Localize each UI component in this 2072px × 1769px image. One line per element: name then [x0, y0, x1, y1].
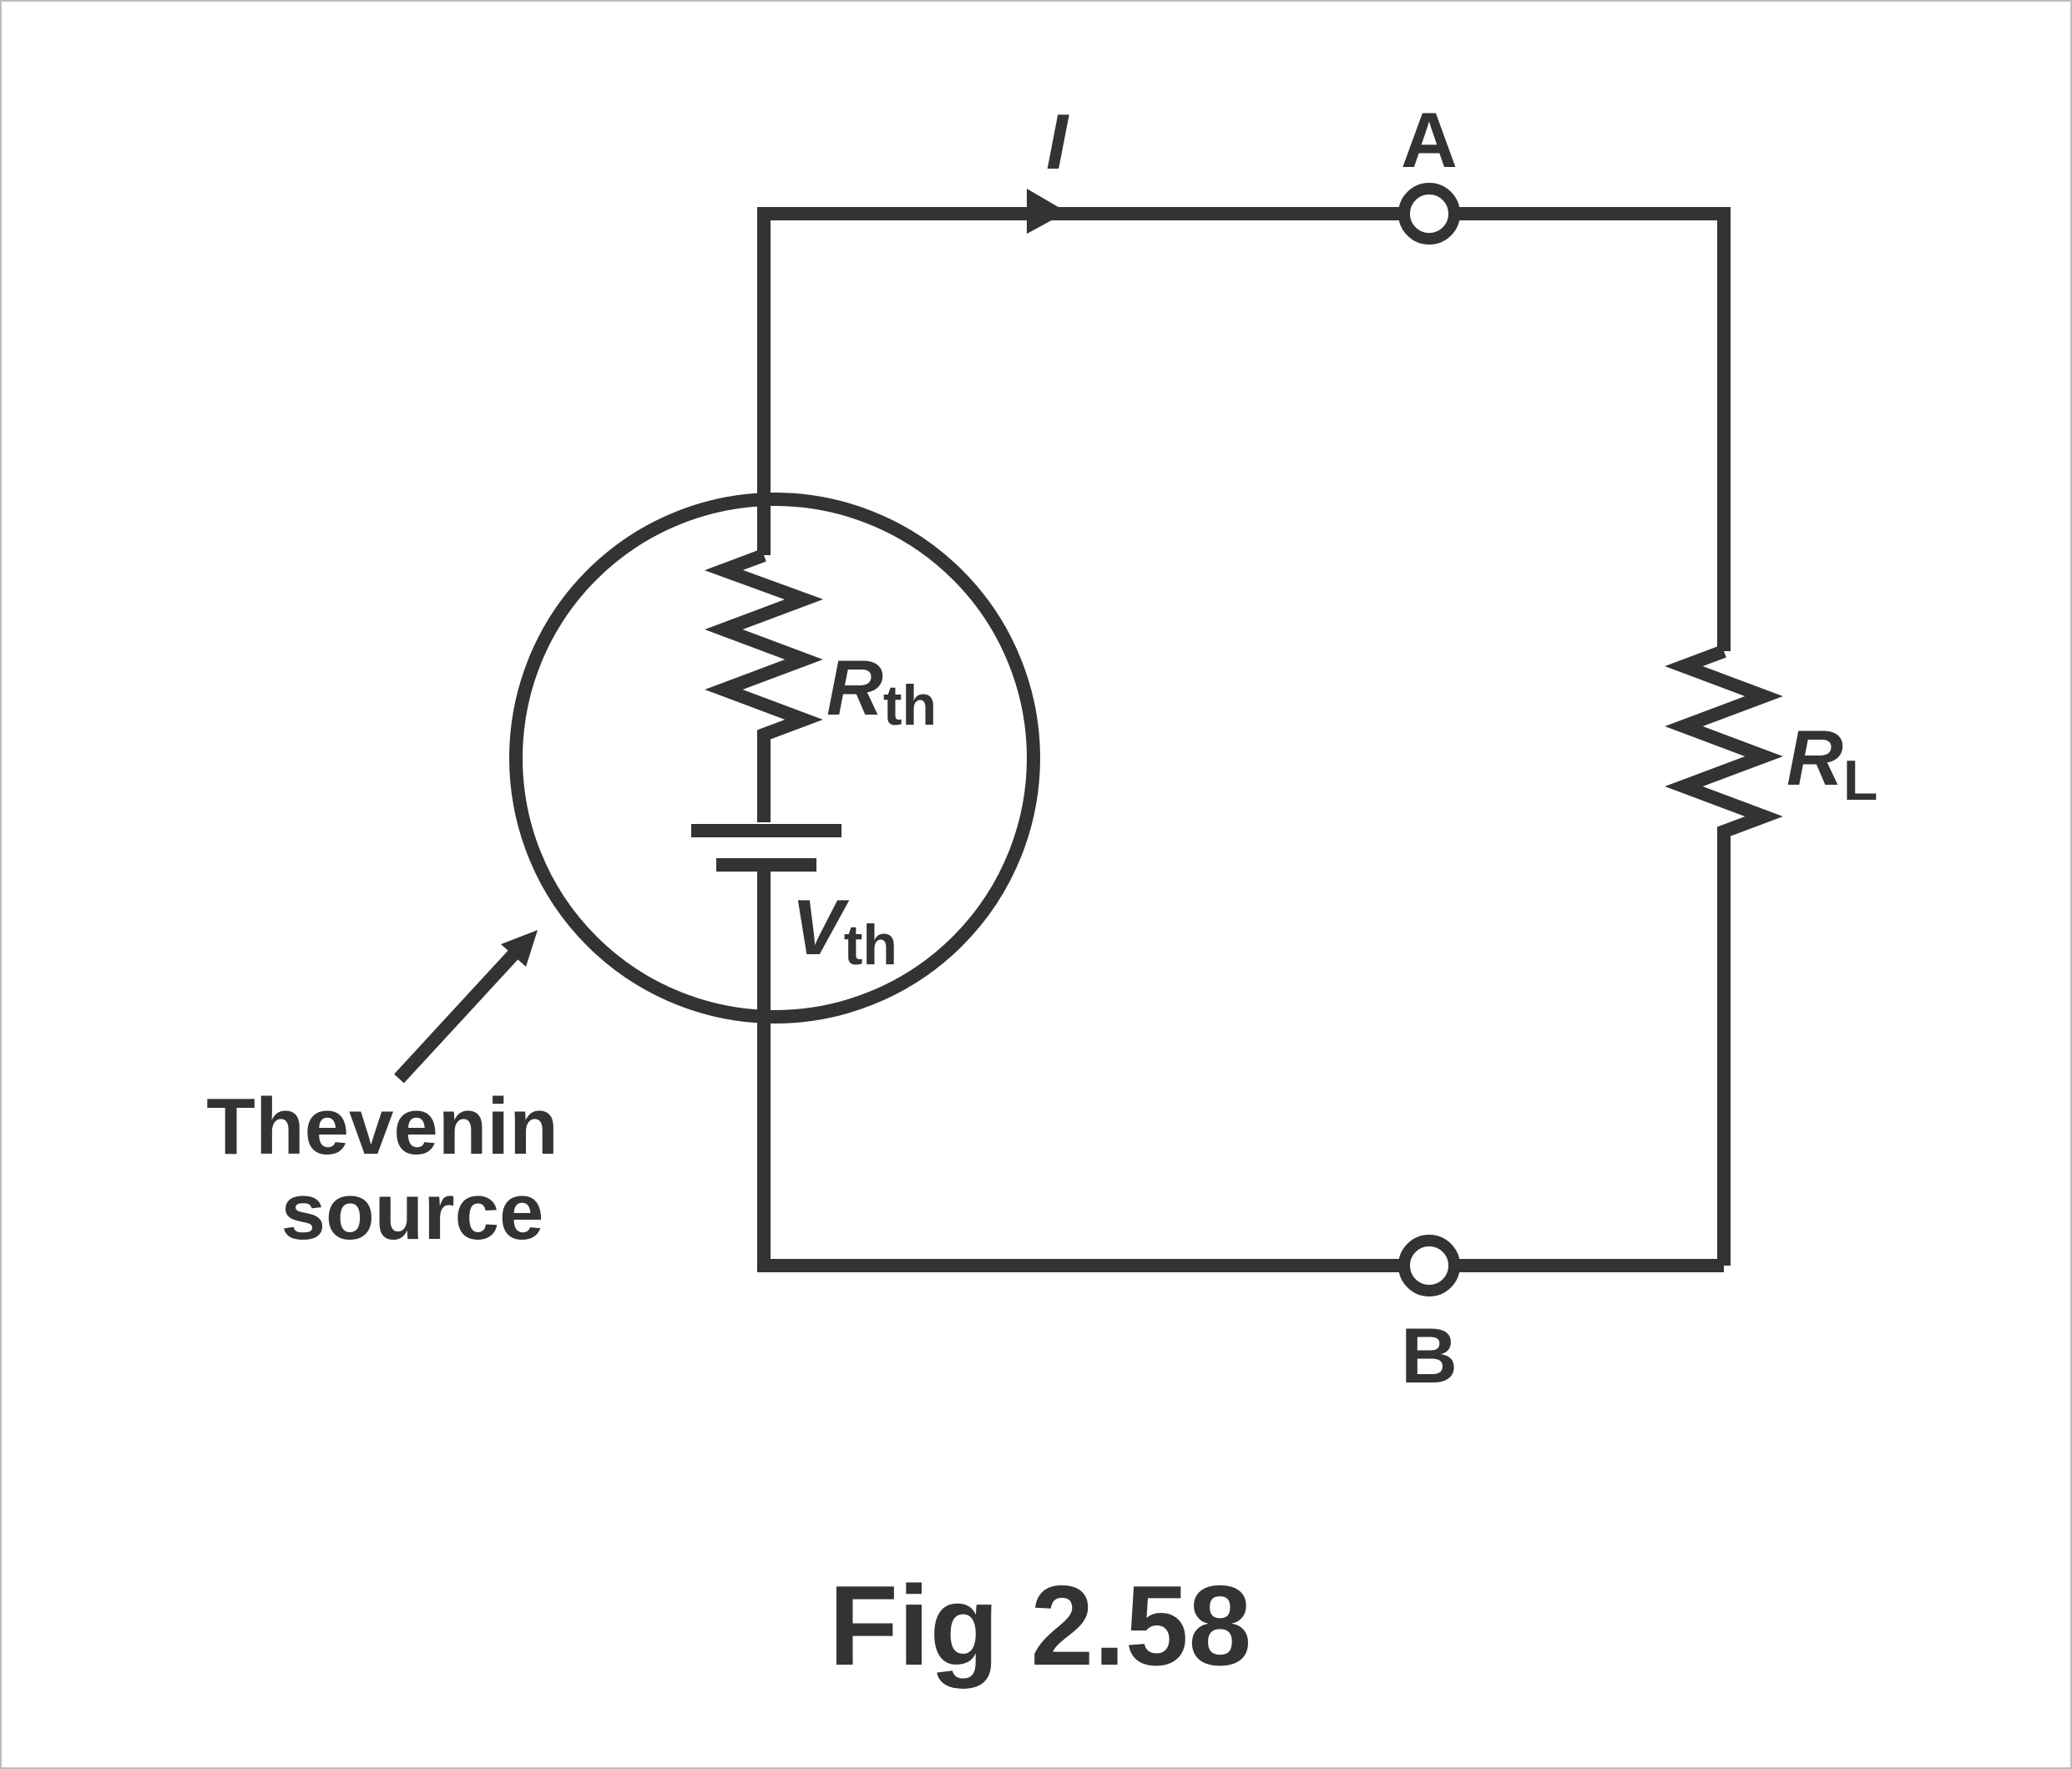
- terminal-a-label: A: [1401, 96, 1458, 184]
- rth-label: Rth: [826, 644, 937, 737]
- terminal-b-icon: [1398, 1235, 1460, 1296]
- figure-caption: Fig 2.58: [829, 1562, 1251, 1689]
- vth-subscript: th: [844, 913, 897, 977]
- rl-symbol: R: [1786, 714, 1843, 801]
- annotation-line2: source: [281, 1167, 544, 1256]
- terminal-a-icon: [1398, 183, 1460, 245]
- rl-subscript: L: [1843, 749, 1878, 812]
- vth-label: Vth: [791, 883, 897, 977]
- current-arrow-icon: [1027, 189, 1067, 234]
- annotation-arrow-head-icon: [501, 930, 538, 967]
- rl-label: RL: [1786, 714, 1877, 812]
- annotation-arrow-line: [394, 945, 523, 1084]
- rl-resistor-icon: [1665, 644, 1783, 843]
- thevenin-source-circle: [509, 493, 1040, 1023]
- current-label: I: [1046, 98, 1069, 185]
- rth-symbol: R: [826, 644, 883, 731]
- annotation-line1: Thevenin: [206, 1082, 558, 1171]
- vth-symbol: V: [791, 883, 850, 971]
- rth-subscript: th: [883, 674, 937, 737]
- terminal-b-label: B: [1401, 1312, 1458, 1399]
- rth-resistor-icon: [704, 548, 824, 822]
- wire-top: [757, 207, 1731, 651]
